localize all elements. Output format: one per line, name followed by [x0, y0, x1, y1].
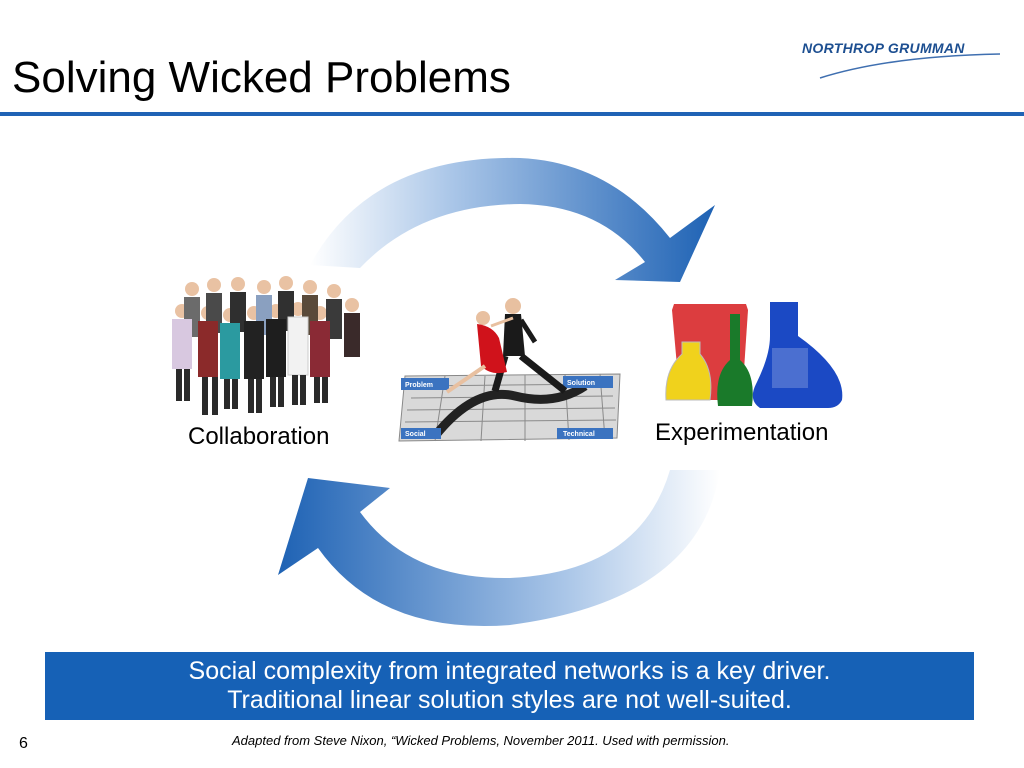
logo-text: NORTHROP GRUMMAN	[802, 40, 965, 56]
puzzle-label-solution: Solution	[567, 380, 595, 387]
puzzle-label-technical: Technical	[563, 431, 595, 438]
banner-line-2: Traditional linear solution styles are n…	[227, 686, 792, 714]
puzzle-label-problem: Problem	[405, 382, 433, 389]
top-cycle-arrow	[310, 157, 715, 282]
collaboration-label: Collaboration	[188, 423, 330, 450]
title-rule	[0, 112, 1024, 116]
banner-line-1: Social complexity from integrated networ…	[188, 657, 831, 685]
northrop-grumman-logo: NORTHROP GRUMMAN	[800, 30, 1010, 90]
people-group-image	[172, 276, 360, 415]
attribution-note: Adapted from Steve Nixon, “Wicked Proble…	[232, 733, 730, 748]
logo-swoosh	[819, 53, 1001, 79]
page-number: 6	[19, 735, 28, 752]
slide-title: Solving Wicked Problems	[12, 53, 511, 102]
laboratory-flasks-image	[665, 302, 843, 408]
puzzle-label-social: Social	[405, 431, 426, 438]
bottom-cycle-arrow	[278, 470, 720, 627]
dancers-on-puzzle-image: Problem Solution Social Technical	[398, 298, 621, 442]
key-message-banner: Social complexity from integrated networ…	[45, 652, 974, 720]
experimentation-label: Experimentation	[655, 419, 829, 446]
